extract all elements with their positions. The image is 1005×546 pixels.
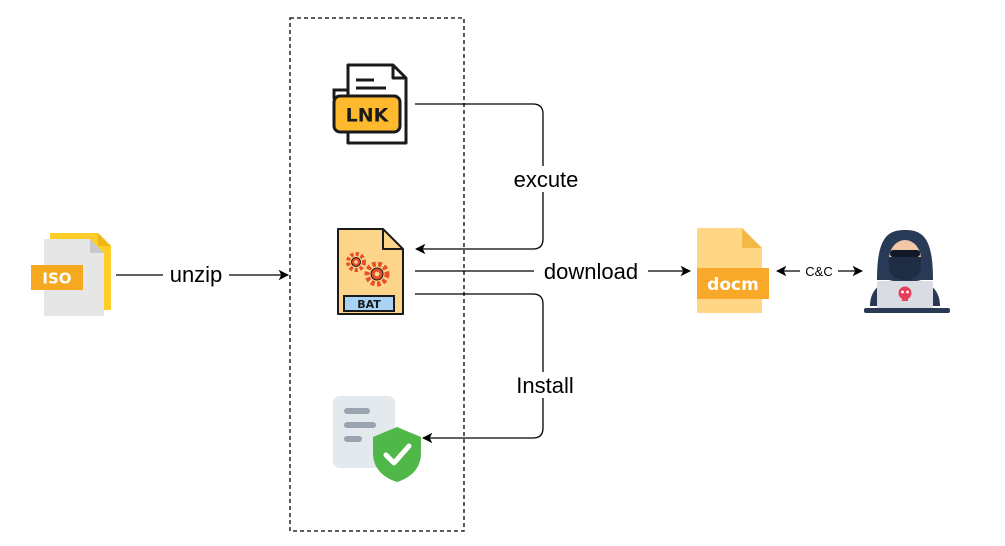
docm-file-icon: docm <box>697 228 769 313</box>
bat-file-icon: BAT <box>337 228 404 315</box>
extracted-files-container <box>289 17 465 532</box>
execute-label: excute <box>514 167 579 192</box>
c2-label: C&C <box>805 264 832 279</box>
gear-icon <box>364 261 390 287</box>
iso-file-icon: ISO <box>31 233 111 316</box>
hacker-icon <box>864 230 950 313</box>
docm-file-label: docm <box>707 275 759 295</box>
download-label: download <box>544 259 638 284</box>
install-arrow <box>415 293 544 444</box>
gear-icon <box>346 252 366 272</box>
lnk-file-icon: LNK <box>332 63 408 145</box>
iso-file-label: ISO <box>42 270 71 288</box>
shield-document-icon <box>333 396 421 482</box>
bat-file-label: BAT <box>357 298 381 311</box>
unzip-label: unzip <box>170 262 223 287</box>
lnk-file-label: LNK <box>346 105 390 127</box>
install-label: Install <box>516 373 573 398</box>
